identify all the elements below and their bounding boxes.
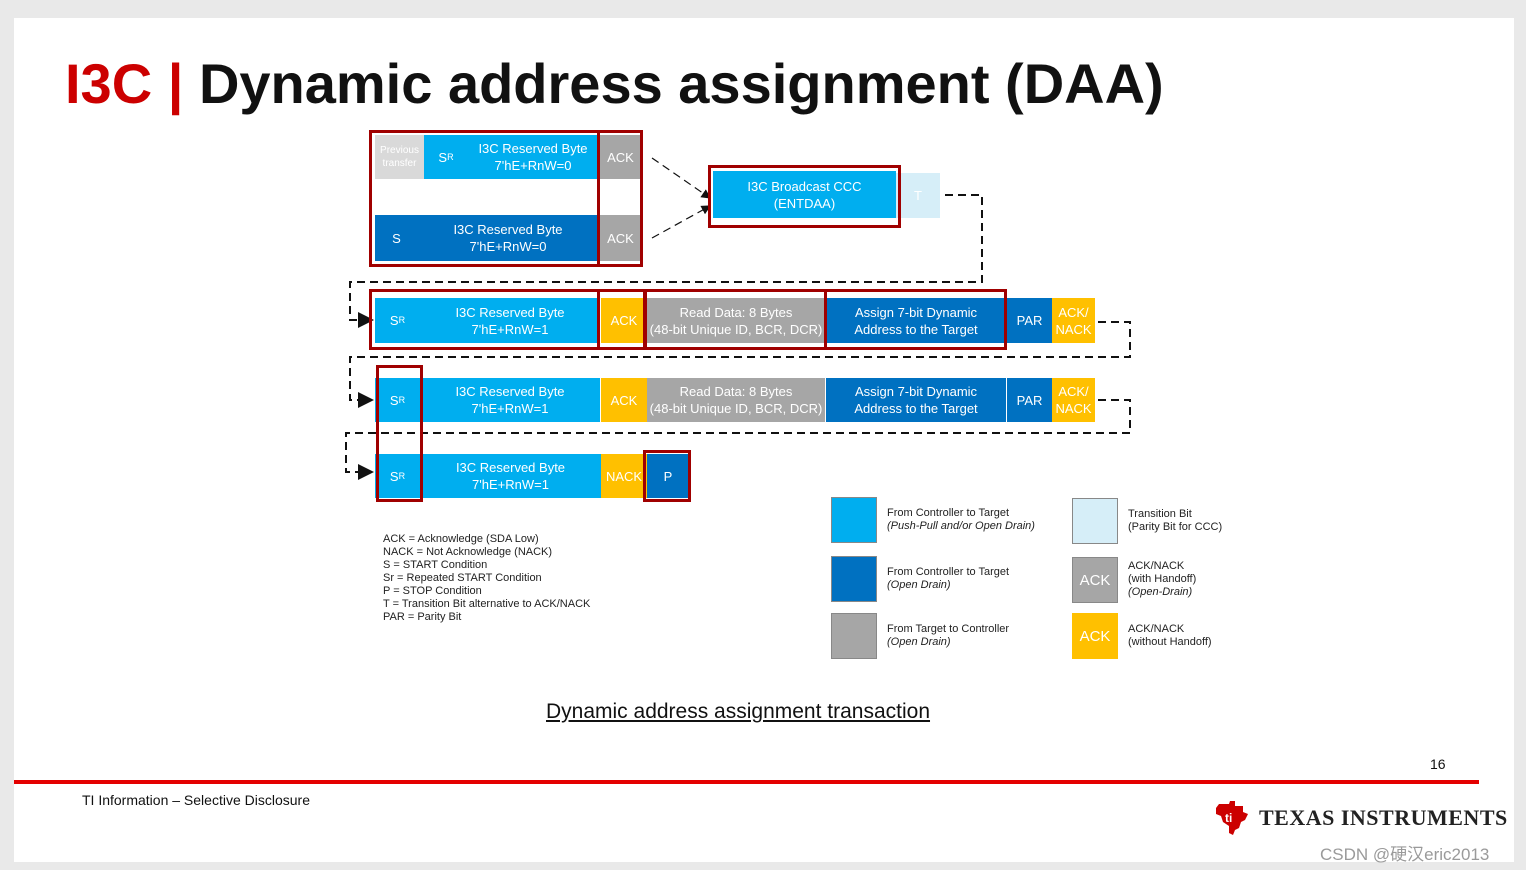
legend-line: (Parity Bit for CCC) [1128,521,1223,533]
sr-sub: R [447,151,454,162]
read-data-cell-2: Read Data: 8 Bytes (48-bit Unique ID, BC… [647,378,825,422]
footer-divider [14,780,1479,784]
legend-line: ACK/NACK [1128,560,1185,572]
read-data-cell-1: Read Data: 8 Bytes (48-bit Unique ID, BC… [647,298,825,343]
highlight-frame [376,365,423,502]
legend-line: (with Handoff) [1128,573,1197,585]
ack-cell-1: ACK [600,135,641,179]
ti-state-icon: ti [1216,801,1248,835]
highlight-frame [369,289,600,350]
ack-nack-cell-1: ACK/ NACK [1052,298,1095,343]
abbreviation-item: NACK = Not Acknowledge (NACK) [383,546,553,558]
legend-item: Transition Bit (Parity Bit for CCC) [1128,508,1222,534]
legend-swatch-transition [1072,498,1118,544]
abbreviation-item: P = STOP Condition [383,585,482,597]
legend-line: (Push-Pull and/or Open Drain) [887,520,1035,532]
ack-cell-2: ACK [600,215,641,261]
abbreviation-list: ACK = Acknowledge (SDA Low) NACK = Not A… [383,533,590,624]
legend-line: From Target to Controller [887,623,1010,635]
sr-label: S [389,468,399,484]
title-separator: | [167,52,184,115]
legend-line: (Open Drain) [887,579,951,591]
highlight-frame [824,289,1007,350]
assign-address-cell-2: Assign 7-bit Dynamic Address to the Targ… [826,378,1006,422]
legend-line: (without Handoff) [1128,636,1212,648]
svg-text:ti: ti [1225,811,1232,825]
legend-line: (Open-Drain) [1128,586,1193,598]
highlight-frame [597,130,643,267]
page-title: I3C | Dynamic address assignment (DAA) [65,52,1164,116]
title-text: Dynamic address assignment (DAA) [198,52,1164,115]
title-prefix: I3C [65,52,153,115]
abbreviation-item: S = START Condition [383,559,488,571]
figure-caption: Dynamic address assignment transaction [546,700,931,723]
legend-swatch-dark-blue [831,556,877,602]
legend-item: From Target to Controller (Open Drain) [887,623,1009,649]
legend-swatch-ack-gray: ACK [1072,557,1118,603]
legend-swatch-gray [831,613,877,659]
highlight-frame [643,450,691,502]
abbreviation-item: T = Transition Bit alternative to ACK/NA… [383,598,591,610]
legend-item: ACK/NACK (with Handoff) (Open-Drain) [1128,560,1196,599]
ti-company-name: TEXAS INSTRUMENTS [1259,805,1508,830]
sr-sub: R [398,470,406,481]
legend-line: ACK/NACK [1128,623,1185,635]
legend-swatch-light-blue [831,497,877,543]
reserved-byte-r-cell-3: I3C Reserved Byte 7'hE+RnW=1 [420,454,601,498]
legend-line: From Controller to Target [887,507,1010,519]
sr-label: S [438,149,448,165]
abbreviation-item: Sr = Repeated START Condition [383,572,542,584]
previous-transfer-cell: Previous transfer [375,135,424,179]
legend-item: From Controller to Target (Open Drain) [887,566,1009,592]
legend-item: ACK/NACK (without Handoff) [1128,623,1212,649]
highlight-frame [708,165,901,228]
highlight-frame [369,130,600,267]
reserved-byte-r-cell-2: I3C Reserved Byte 7'hE+RnW=1 [420,378,600,422]
reserved-byte-w-cell-2: I3C Reserved Byte 7'hE+RnW=0 [418,215,598,261]
sr-label: S [389,392,399,408]
legend-swatch-ack-yellow: ACK [1072,613,1118,659]
abbreviation-item: PAR = Parity Bit [383,611,462,623]
reserved-byte-r-cell-1: I3C Reserved Byte 7'hE+RnW=1 [420,298,600,343]
legend-item: From Controller to Target (Push-Pull and… [887,507,1035,533]
sr-sub: R [398,315,406,325]
stop-cell: P [647,454,689,498]
footer-classification: TI Information – Selective Disclosure [82,792,310,808]
slide [14,18,1514,862]
s-cell: S [375,215,418,261]
legend-line: From Controller to Target [887,566,1010,578]
highlight-frame [597,289,647,350]
par-cell-1: PAR [1007,298,1052,343]
abbreviation-item: ACK = Acknowledge (SDA Low) [383,533,539,545]
watermark: CSDN @硬汉eric2013 [1320,845,1490,864]
nack-cell: NACK [601,454,647,498]
par-cell-2: PAR [1007,378,1052,422]
ack-cell-4: ACK [601,378,647,422]
reserved-byte-w-cell-1: I3C Reserved Byte 7'hE+RnW=0 [468,135,598,179]
sr-sub: R [398,394,406,405]
page-number: 16 [1430,756,1446,772]
transition-bit-cell: T [896,173,940,218]
legend-line: (Open Drain) [887,636,951,648]
highlight-frame [643,289,827,350]
legend-line: Transition Bit [1128,508,1192,520]
ack-nack-cell-2: ACK/ NACK [1052,378,1095,422]
sr-label: S [389,313,399,328]
broadcast-ccc-cell: I3C Broadcast CCC (ENTDAA) [713,171,896,218]
ack-cell-3: ACK [601,298,647,343]
ti-logo: ti TEXAS INSTRUMENTS [1213,800,1508,836]
assign-address-cell-1: Assign 7-bit Dynamic Address to the Targ… [826,298,1006,343]
